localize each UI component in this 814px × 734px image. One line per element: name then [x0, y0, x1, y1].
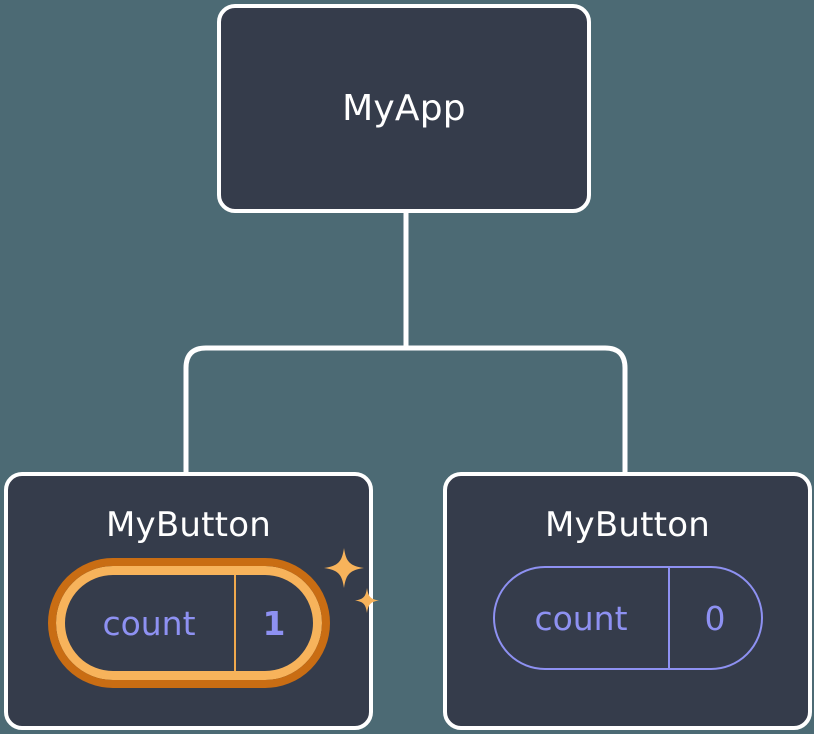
state-value-right: 0 [667, 568, 761, 668]
sparkle-small-icon [354, 588, 379, 613]
connector-branch-left [183, 345, 406, 474]
sparkle-group-icon [323, 548, 379, 613]
state-value-left: 1 [233, 575, 313, 671]
connector-branch-right [406, 345, 628, 474]
state-badge-right[interactable]: count 0 [492, 566, 763, 670]
state-key-right: count [534, 598, 628, 638]
state-badge-wrap-left: count 1 [47, 548, 379, 688]
state-key-left: count [102, 603, 196, 643]
state-badge-wrap-right: count 0 [492, 566, 763, 670]
tree-node-root[interactable]: MyApp [217, 4, 591, 213]
node-label-child-left: MyButton [106, 505, 271, 545]
state-badge-left[interactable]: count 1 [47, 558, 330, 688]
tree-node-child-left[interactable]: MyButton count 1 [4, 472, 379, 730]
node-label-child-right: MyButton [545, 505, 710, 545]
node-label-root: MyApp [342, 87, 466, 129]
sparkle-large-icon [323, 548, 364, 588]
tree-node-child-right[interactable]: MyButton count 0 [443, 472, 812, 730]
